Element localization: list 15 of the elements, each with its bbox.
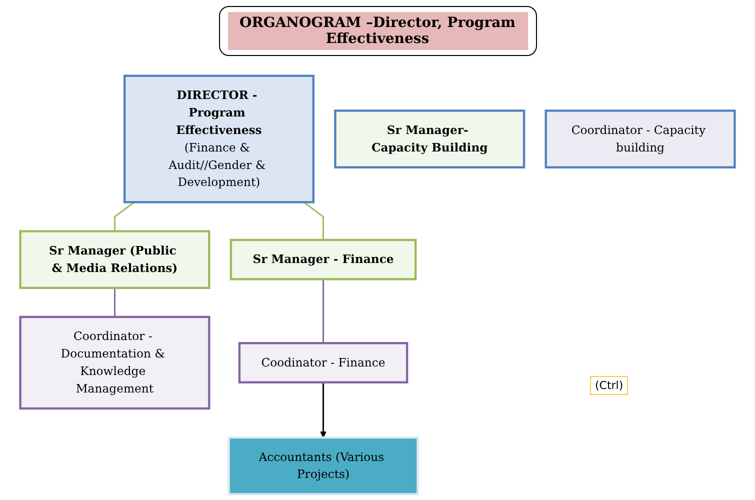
node-box: Coordinator - Capacity building [544,110,736,168]
node-box: Sr Manager- Capacity Building [334,110,526,168]
connector [322,279,324,344]
node-box: DIRECTOR - Program Effectiveness (Finance & Audit//Gender & Development) [123,74,314,204]
arrow [320,382,326,438]
paste-options-label: (Ctrl) [590,376,628,395]
connector [114,202,135,232]
node-box: Sr Manager - Finance [230,238,417,280]
connector [303,202,324,240]
node-box: Coordinator - Documentation & Knowledge Management [19,316,210,410]
connector [114,288,116,317]
title: ORGANOGRAM –Director, Program Effectiveness [228,12,528,50]
node-box: Coodinator - Finance [238,342,408,384]
node-box: Accountants (Various Projects) [228,436,419,496]
node-box: Sr Manager (Public & Media Relations) [19,230,210,289]
